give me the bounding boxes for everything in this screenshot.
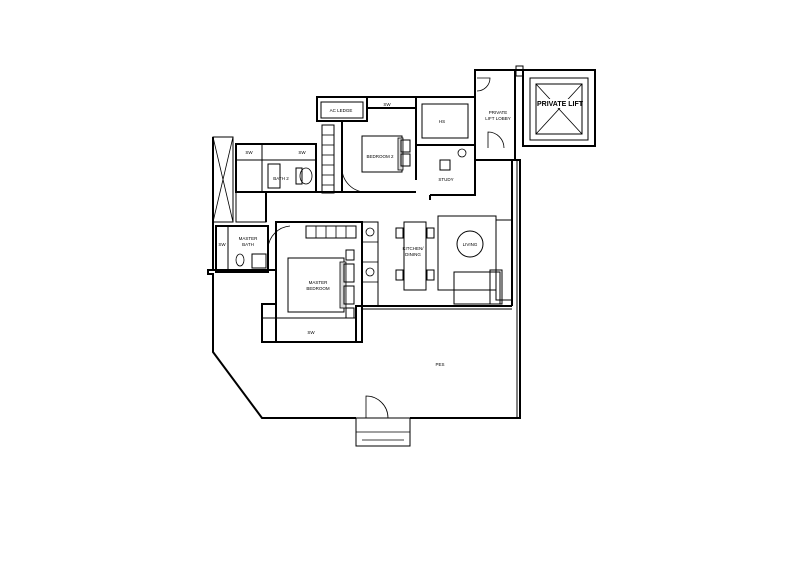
service-shaft [212, 136, 267, 223]
hs-label: HS [439, 119, 445, 124]
corridor-wardrobe [321, 124, 335, 194]
pes-label: PES [435, 362, 444, 367]
private-lift-label: PRIVATE LIFT [537, 101, 584, 108]
living-label: LIVING [463, 242, 478, 247]
ac-ledge-label: AC LEDGE [330, 108, 353, 113]
bath-2: SW SW BATH 2 [235, 143, 317, 193]
bath2-sw-right: SW [298, 150, 306, 155]
entrance-door [355, 395, 411, 447]
master-wardrobe-label: SW [307, 330, 315, 335]
master-bath-sw: SW [218, 242, 226, 247]
outer-walls: PES [207, 137, 521, 419]
hs-room: HS [415, 96, 476, 146]
master-bath-label-2: BATH [242, 242, 254, 247]
bedroom2-wardrobe-label: SW [383, 102, 391, 107]
bath2-sw-left: SW [245, 150, 253, 155]
kitchen-dining-label-2: DINING [405, 252, 421, 257]
living: LIVING [437, 215, 513, 305]
bedroom2-label: BEDROOM 2 [366, 154, 394, 159]
master-bath: SW MASTER BATH [215, 225, 291, 273]
bath2-label: BATH 2 [273, 176, 289, 181]
private-lift-lobby-label-1: PRIVATE [489, 110, 508, 115]
study: STUDY [415, 145, 476, 196]
kitchen-dining: KITCHEN/ DINING [361, 221, 435, 307]
private-lift-lobby: PRIVATE LIFT LOBBY [474, 65, 524, 161]
master-bedroom-label-2: BEDROOM [306, 286, 330, 291]
ac-ledge: AC LEDGE [316, 96, 368, 122]
study-label: STUDY [438, 177, 453, 182]
kitchen-dining-label-1: KITCHEN/ [402, 246, 424, 251]
bedroom-2: SW BEDROOM 2 [341, 96, 416, 193]
master-bath-label-1: MASTER [239, 236, 259, 241]
private-lift: PRIVATE LIFT [522, 69, 596, 147]
interior-walls [265, 160, 513, 310]
private-lift-lobby-label-2: LIFT LOBBY [485, 116, 510, 121]
master-bedroom-label-1: MASTER [309, 280, 329, 285]
